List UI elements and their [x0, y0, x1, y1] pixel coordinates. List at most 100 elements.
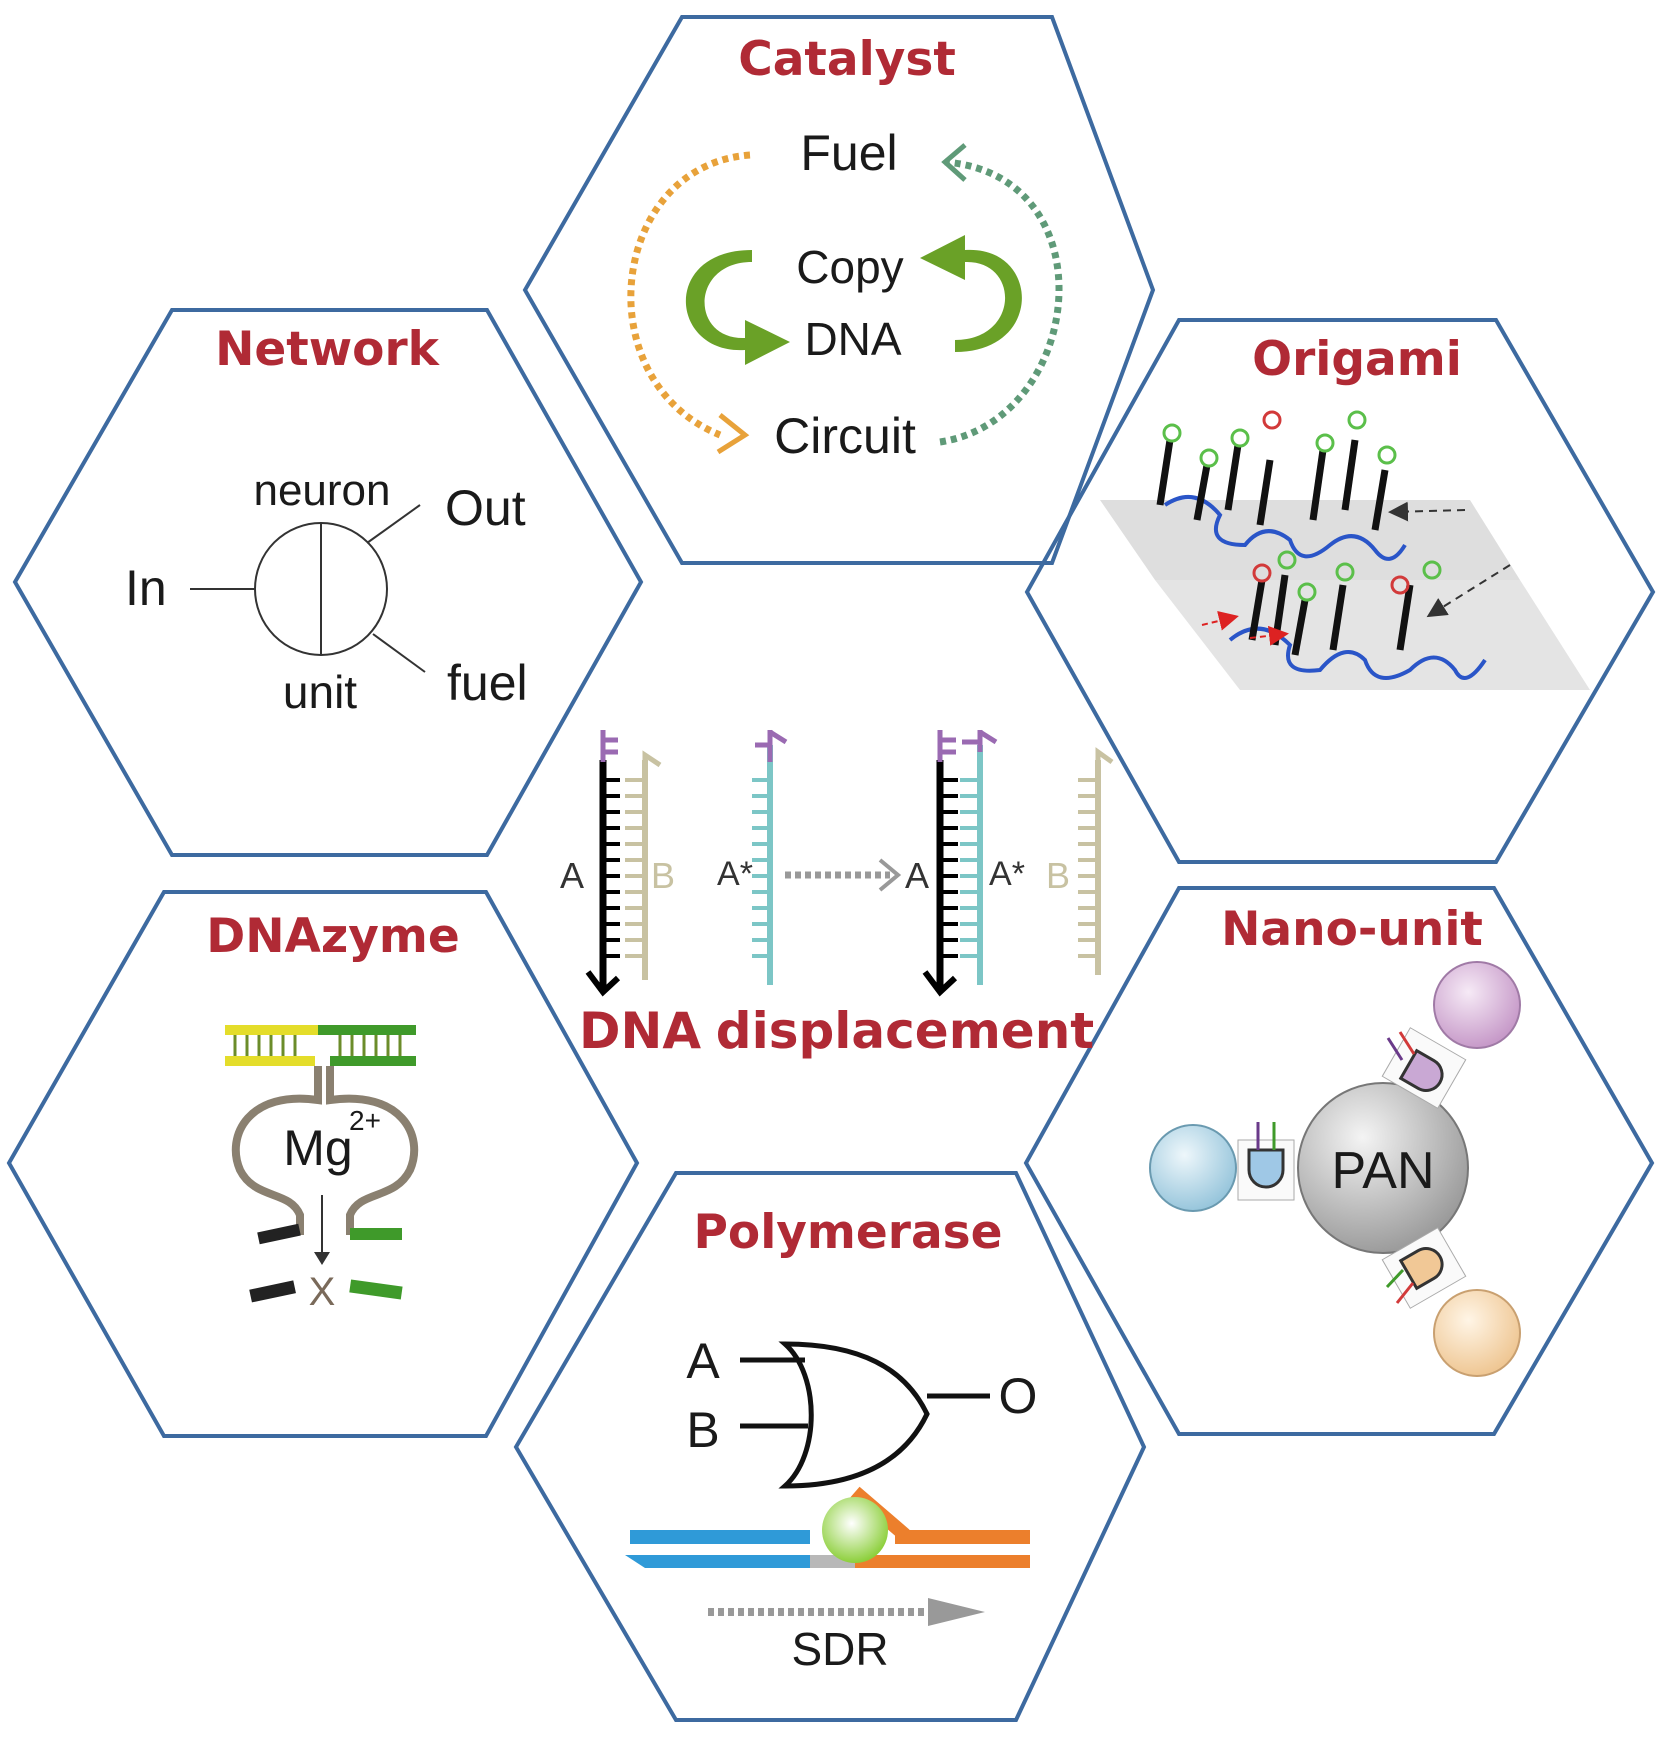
circuit-to-fuel-arrow: [939, 158, 1063, 446]
dnazyme-substrate-yellow: [225, 1025, 318, 1035]
origami-title: Origami: [1252, 332, 1462, 387]
origami-sheet-top: [1100, 500, 1520, 580]
nanoparticle-orange: [1433, 1289, 1521, 1377]
catalyst-circuit-label: Circuit: [774, 408, 916, 464]
catalyst-title: Catalyst: [738, 32, 956, 87]
origami-red-arrow-1: [1201, 611, 1239, 631]
catalyst-hexagon: [522, 15, 1156, 565]
dnazyme-hexagon: [6, 890, 640, 1438]
network-unit-label: unit: [283, 666, 357, 718]
catalyst-copy-label: Copy: [796, 241, 903, 293]
dnazyme-substrate-green: [318, 1025, 416, 1035]
primer-strand-blue: [625, 1555, 810, 1568]
toehold-astar2: [962, 729, 998, 752]
sdr-illustration: SDR: [625, 1486, 1030, 1675]
or-gate-input-a-label: A: [686, 1333, 720, 1389]
network-in-label: In: [125, 560, 167, 616]
sdr-arrowhead-icon: [928, 1598, 985, 1626]
origami-probes-top: [1156, 439, 1389, 531]
dnazyme-product-black-1: [257, 1223, 301, 1245]
dnazyme-basepair-rungs: [233, 1035, 402, 1056]
origami-hexagon: [1024, 318, 1656, 864]
dnazyme-product-green-2: [349, 1279, 403, 1300]
nanoparticle-purple: [1433, 961, 1521, 1049]
strand-displacement-illustration: A B A* A A* B: [560, 729, 1114, 997]
dnazyme-product-black-2: [249, 1280, 296, 1303]
catalyst-dna-label: DNA: [804, 313, 901, 365]
green-curved-arrow-left-icon: [685, 250, 790, 365]
green-curved-arrow-right-icon: [920, 235, 1022, 352]
and-gate-purple-icon: [1398, 1048, 1444, 1092]
reaction-arrowhead-icon: [878, 858, 902, 892]
dnazyme-mg-label: Mg: [283, 1120, 352, 1176]
origami-dashed-arrow-top: [1388, 501, 1466, 522]
network-hexagon: [12, 308, 644, 857]
dnazyme-catalytic-loop: [231, 1066, 419, 1235]
origami-red-arrow-2: [1249, 625, 1289, 646]
origami-dashed-arrow-bottom: [1426, 564, 1511, 618]
toehold-a: [600, 730, 618, 762]
catalyst-fuel-label: Fuel: [800, 125, 897, 181]
dnazyme-arm-yellow: [225, 1056, 315, 1066]
teal-arrowhead-icon: [941, 143, 967, 182]
strand-a-arrowhead-icon: [585, 970, 621, 997]
pan-core-label: PAN: [1331, 1142, 1434, 1200]
origami-blue-strands-top: [1163, 495, 1407, 561]
network-out-label: Out: [445, 480, 526, 536]
polymerase-sphere: [822, 1497, 888, 1563]
label-b: B: [651, 855, 675, 896]
strand-a-rungs: [603, 778, 620, 958]
neuron-fuel-line: [372, 633, 426, 673]
gate-inputs-orange: [1385, 1268, 1415, 1304]
dnazyme-illustration: Mg 2+ X: [225, 1025, 419, 1314]
origami-probe-heads-bottom: [1252, 550, 1442, 602]
fuel-to-circuit-arrow: [627, 151, 751, 439]
toehold-astar: [755, 729, 788, 762]
strand-b2-rungs: [1078, 778, 1098, 958]
network-fuel-label: fuel: [447, 655, 528, 711]
strand-astar-rungs: [752, 778, 770, 958]
duplex-strand-orange: [895, 1530, 1030, 1544]
label-b2: B: [1046, 855, 1070, 896]
polymerase-hexagon: [513, 1171, 1147, 1722]
origami-illustration: [1100, 410, 1590, 690]
dnazyme-arm-green: [330, 1056, 416, 1066]
nano-unit-title: Nano-unit: [1221, 902, 1483, 957]
toehold-a2: [937, 730, 956, 762]
dnazyme-product-green-1: [350, 1228, 402, 1240]
or-gate-icon: [740, 1341, 990, 1489]
label-a: A: [560, 855, 584, 896]
nano-unit-illustration: PAN: [1149, 961, 1521, 1377]
or-gate-input-b-label: B: [686, 1402, 719, 1458]
strand-b-rungs: [625, 778, 645, 958]
center-caption-dna: DNA: [579, 1002, 701, 1060]
sdr-label: SDR: [791, 1623, 888, 1675]
nano-unit-hexagon: [1023, 886, 1655, 1436]
and-gate-blue-icon: [1247, 1148, 1285, 1189]
dnazyme-down-arrowhead-icon: [314, 1252, 330, 1265]
pan-core: [1297, 1082, 1469, 1254]
template-strand-orange: [855, 1555, 1030, 1568]
network-neuron-label: neuron: [253, 466, 390, 515]
nanoparticle-blue: [1149, 1124, 1237, 1212]
dnazyme-charge-label: 2+: [349, 1105, 381, 1136]
gate-inputs-purple: [1386, 1031, 1416, 1061]
center-caption-displacement: displacement: [716, 1002, 1094, 1060]
orange-arrowhead-icon: [716, 413, 750, 455]
strand-astar2-rungs: [960, 778, 980, 958]
template-strand-blue: [630, 1530, 810, 1544]
label-astar2: A*: [989, 855, 1025, 893]
network-title: Network: [215, 322, 441, 377]
origami-probe-heads-top: [1162, 410, 1397, 468]
label-a2: A: [905, 855, 929, 896]
strand-a2-rungs: [940, 778, 958, 958]
strand-b-hook: [642, 750, 662, 768]
dnazyme-cleave-mark: X: [309, 1270, 336, 1314]
polymerase-title: Polymerase: [693, 1205, 1002, 1260]
or-gate-output-label: O: [999, 1368, 1038, 1424]
neuron-output-line: [366, 504, 421, 544]
origami-blue-strands-bottom: [1228, 626, 1487, 680]
label-astar: A*: [717, 855, 753, 893]
